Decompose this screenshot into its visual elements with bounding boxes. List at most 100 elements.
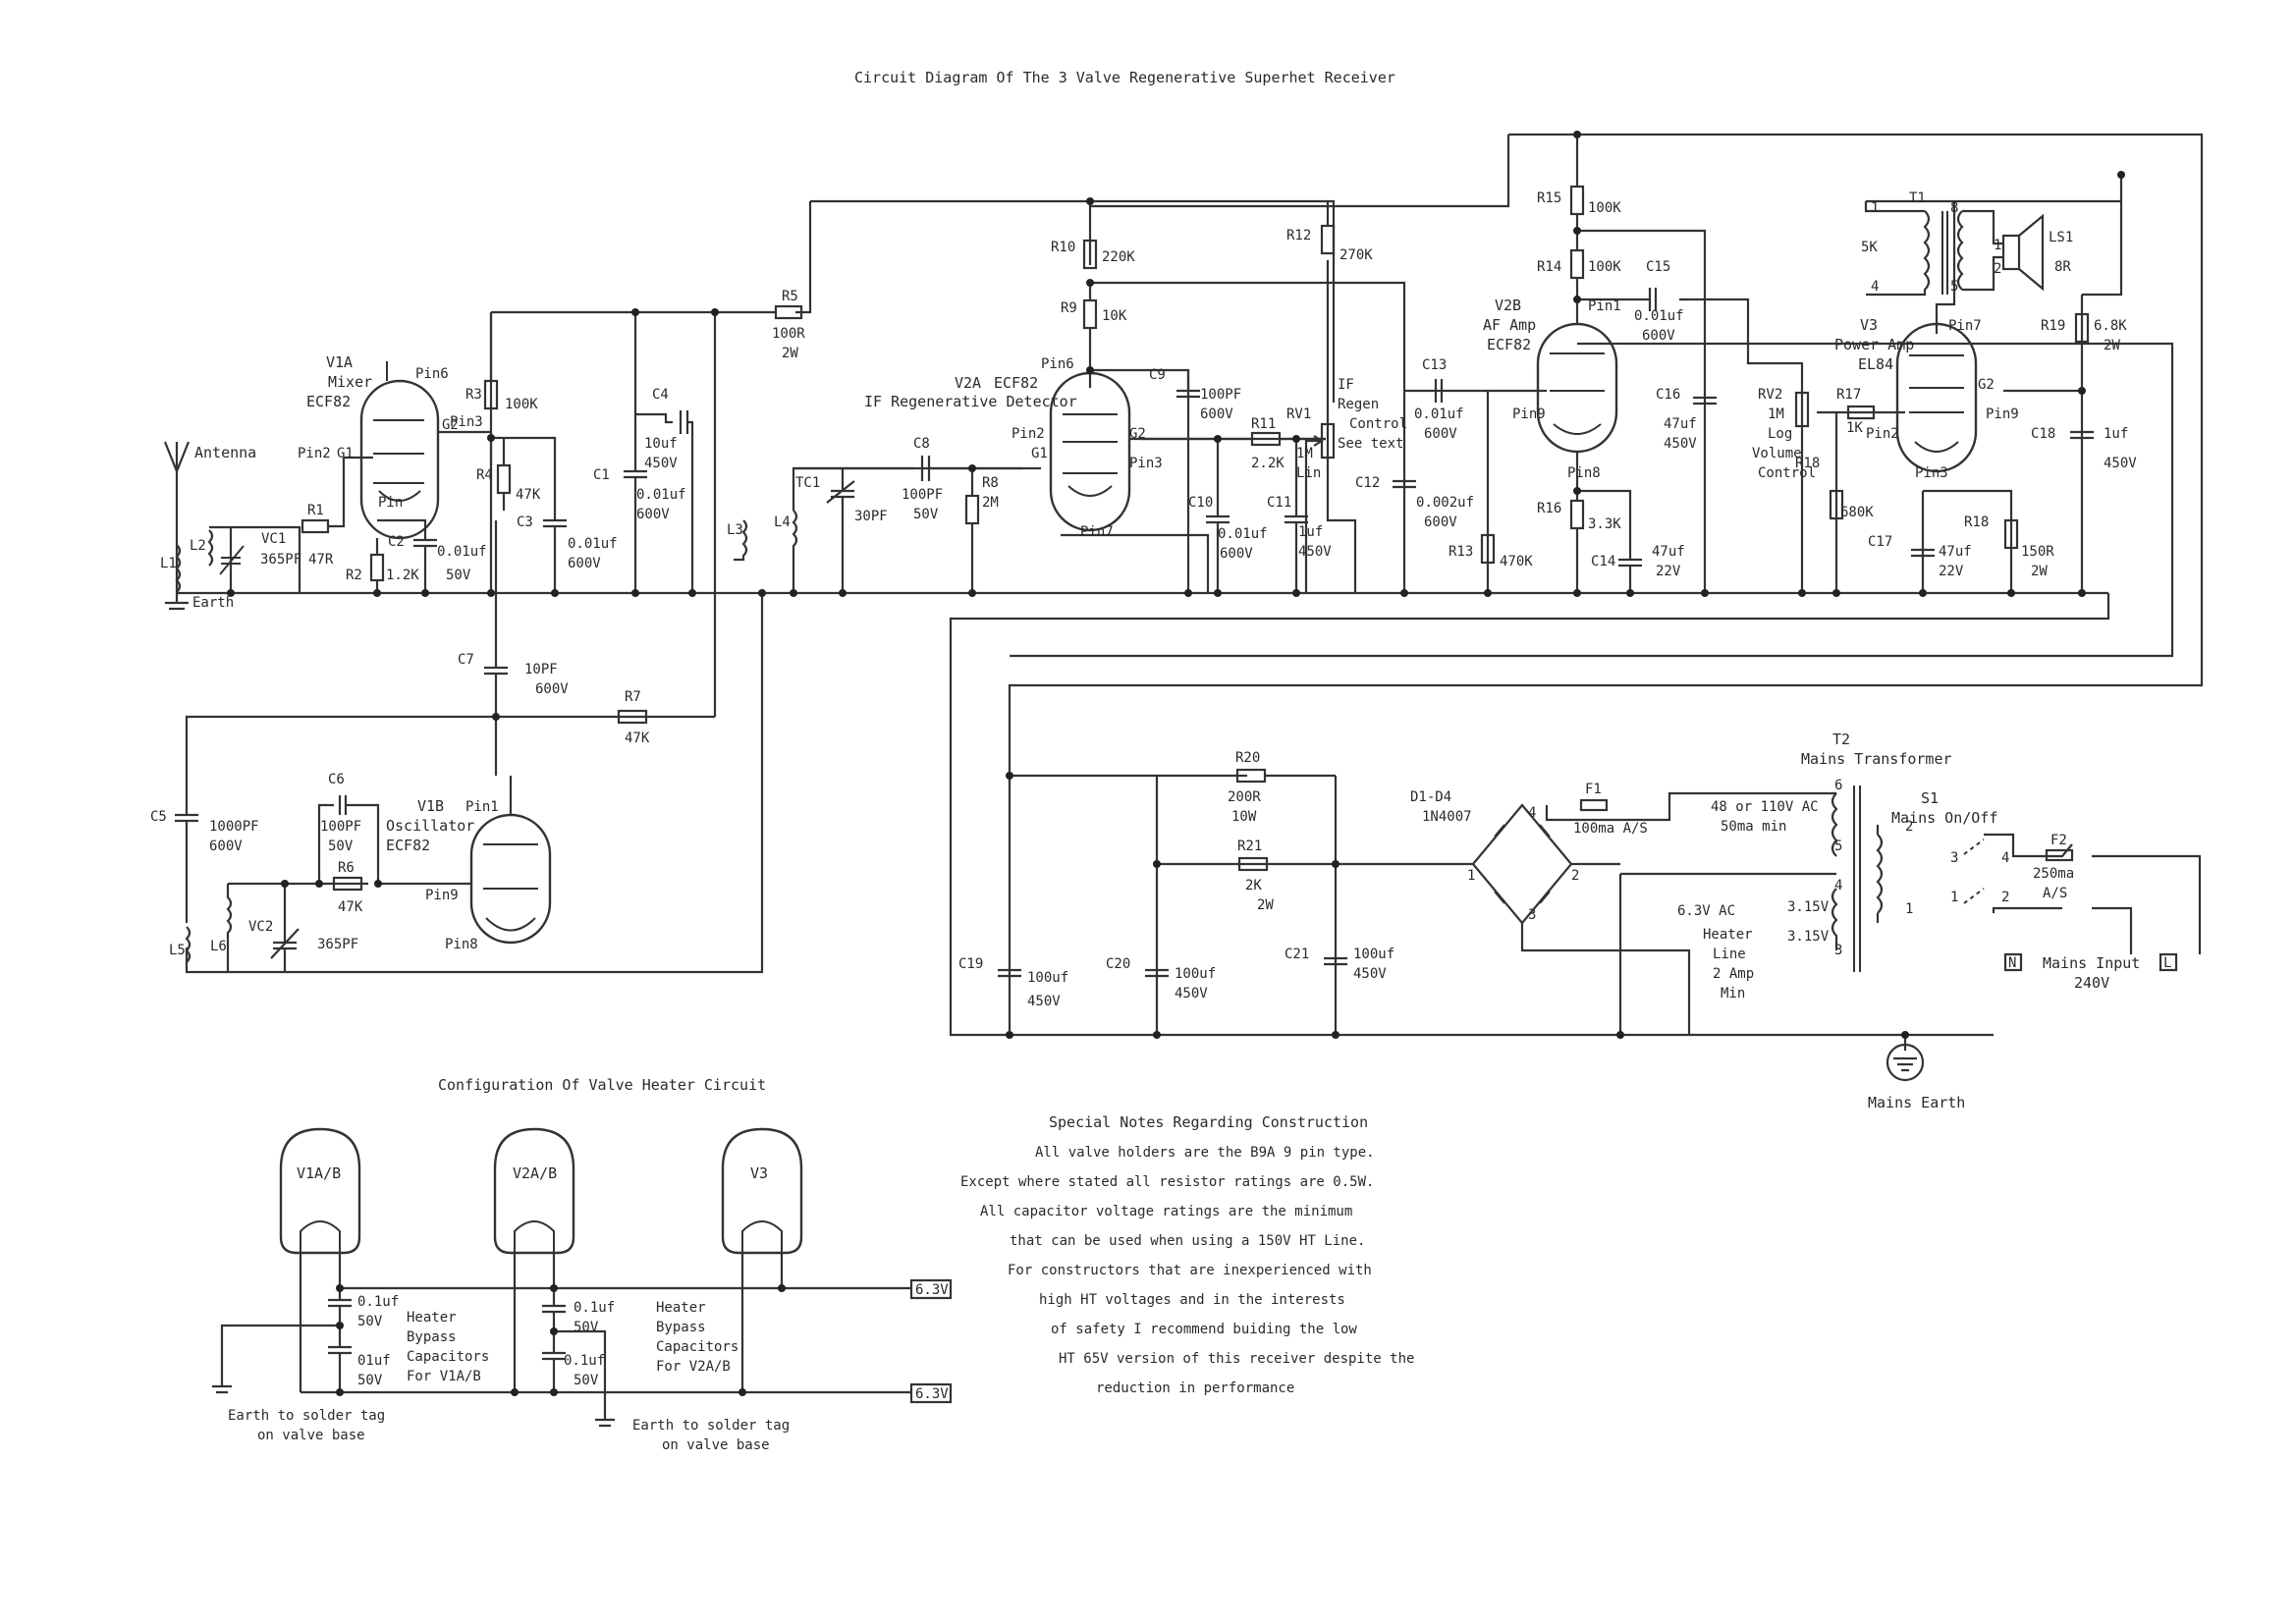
rv2-value: 1M	[1768, 406, 1784, 422]
c15-voltage: 600V	[1642, 328, 1675, 344]
bridge-minus: 2	[1571, 868, 1579, 884]
c21-voltage: 450V	[1353, 966, 1387, 982]
t2-desc: Mains Transformer	[1801, 750, 1952, 768]
t1-label: T1	[1909, 190, 1926, 206]
heater-earth2-line-2: on valve base	[662, 1437, 770, 1453]
c7-voltage: 600V	[535, 681, 569, 697]
c6-voltage: 50V	[328, 839, 354, 854]
l1-label: L1	[160, 556, 177, 571]
c15-value: 0.01uf	[1634, 308, 1684, 324]
c7-value: 10PF	[524, 662, 558, 677]
tc1-value: 30PF	[854, 509, 888, 524]
t2-h4: Min	[1721, 986, 1745, 1001]
c19-label: C19	[958, 956, 983, 972]
f2-value: 250ma	[2033, 866, 2074, 882]
notes-line-6: high HT voltages and in the interests	[1039, 1292, 1345, 1308]
c16-value: 47uf	[1664, 416, 1697, 432]
c16-label: C16	[1656, 387, 1680, 403]
r21-watt: 2W	[1257, 897, 1274, 913]
notes-lines: All valve holders are the B9A 9 pin type…	[960, 1145, 1414, 1396]
c4-label: C4	[652, 387, 669, 403]
mains-live: L	[2163, 955, 2171, 971]
c12-value: 0.002uf	[1416, 495, 1474, 511]
heater-desc-v1-line-2: Bypass	[407, 1329, 457, 1345]
notes-line-7: of safety I recommend buiding the low	[1051, 1322, 1357, 1337]
t2-sec1: 48 or 110V AC	[1711, 799, 1819, 815]
r2-value: 1.2K	[386, 568, 419, 583]
tc1-label: TC1	[795, 475, 820, 491]
c9-label: C9	[1149, 367, 1166, 383]
power-amp-section: RV2 1M Log Volume Control R18 680K R17 1…	[1752, 190, 2137, 579]
s1-pin3: 3	[1950, 850, 1958, 866]
c5-voltage: 600V	[209, 839, 243, 854]
heater-desc-v2-line-2: Bypass	[656, 1320, 706, 1335]
v1a-pin2: Pin2	[298, 446, 331, 461]
r13-value: 470K	[1500, 554, 1533, 569]
power-supply-section: R20 200R 10W R21 2K 2W C19 100uf 450V C2…	[958, 731, 2178, 1111]
s1-pin4: 4	[2001, 850, 2009, 866]
t2-sec1b: 50ma min	[1721, 819, 1786, 835]
v3-g2: G2	[1978, 377, 1995, 393]
r19-watt: 2W	[2104, 338, 2120, 353]
c2-voltage: 50V	[446, 568, 471, 583]
r14-label: R14	[1537, 259, 1561, 275]
r18a-label: R18	[1795, 456, 1820, 471]
regen-label-1: IF	[1338, 377, 1354, 393]
rv2-desc-1: Volume	[1752, 446, 1802, 461]
diagram-title: Circuit Diagram Of The 3 Valve Regenerat…	[854, 69, 1395, 86]
heater-c3-value: 0.1uf	[574, 1300, 615, 1316]
v1a-type: ECF82	[306, 393, 351, 410]
notes-line-8: HT 65V version of this receiver despite …	[1059, 1351, 1414, 1367]
heater-rail-bottom: 6.3V	[915, 1386, 949, 1402]
heater-desc-v1-line-1: Heater	[407, 1310, 457, 1326]
rv2-label: RV2	[1758, 387, 1782, 403]
if-input-section: L3 L4 TC1 30PF C8 100PF 50V R8 2M	[727, 436, 1021, 593]
l2-label: L2	[190, 538, 206, 554]
notes-line-3: All capacitor voltage ratings are the mi…	[980, 1204, 1352, 1219]
v1b-role: Oscillator	[386, 817, 474, 835]
notes-line-4: that can be used when using a 150V HT Li…	[1010, 1233, 1365, 1249]
r16-label: R16	[1537, 501, 1561, 516]
v3-label: V3	[1860, 316, 1878, 334]
notes-line-9: reduction in performance	[1096, 1380, 1294, 1396]
notes-line-5: For constructors that are inexperienced …	[1008, 1263, 1372, 1278]
r10-label: R10	[1051, 240, 1075, 255]
c17-value: 47uf	[1939, 544, 1972, 560]
ls1-pin1: 1	[1994, 238, 2001, 253]
c14-value: 47uf	[1652, 544, 1685, 560]
heater-c4-value: 0.1uf	[564, 1353, 605, 1369]
v1b-label: V1B	[417, 797, 444, 815]
r9-value: 10K	[1102, 308, 1127, 324]
heater-desc-v1-line-4: For V1A/B	[407, 1369, 481, 1384]
heater-v3-label: V3	[750, 1164, 768, 1182]
vc2-label: VC2	[248, 919, 273, 935]
f2-label: F2	[2050, 833, 2067, 848]
c3-label: C3	[517, 514, 533, 530]
t1-pin5: 5	[1950, 279, 1958, 295]
c18-label: C18	[2031, 426, 2055, 442]
c10-label: C10	[1188, 495, 1213, 511]
v2a-label: V2A	[955, 374, 981, 392]
notes-line-1: All valve holders are the B9A 9 pin type…	[1035, 1145, 1375, 1161]
v1a-g2: G2	[442, 417, 459, 433]
t1-pin4: 4	[1871, 279, 1879, 295]
heater-earth1-line-1: Earth to solder tag	[228, 1408, 385, 1424]
v1b-type: ECF82	[386, 837, 430, 854]
r21-label: R21	[1237, 839, 1262, 854]
wiring	[177, 133, 2204, 1051]
c21-label: C21	[1285, 947, 1309, 962]
v1a-pin3: Pin3	[450, 414, 483, 430]
vc1-label: VC1	[261, 531, 286, 547]
v1a-screen-network: R3 100K R4 47K C3 0.01uf 600V C1 0.01uf …	[465, 289, 805, 593]
v2b-type: ECF82	[1487, 336, 1531, 353]
t2-tap2: 3.15V	[1787, 929, 1830, 945]
c14-label: C14	[1591, 554, 1615, 569]
t2-tap1: 3.15V	[1787, 899, 1830, 915]
mains-earth-label: Mains Earth	[1868, 1094, 1965, 1111]
f1-label: F1	[1585, 782, 1602, 797]
r18b-value: 150R	[2021, 544, 2054, 560]
r3-value: 100K	[505, 397, 538, 412]
t2-pin2: 2	[1905, 819, 1913, 835]
r4-value: 47K	[516, 487, 541, 503]
s1-pin2: 2	[2001, 890, 2009, 905]
